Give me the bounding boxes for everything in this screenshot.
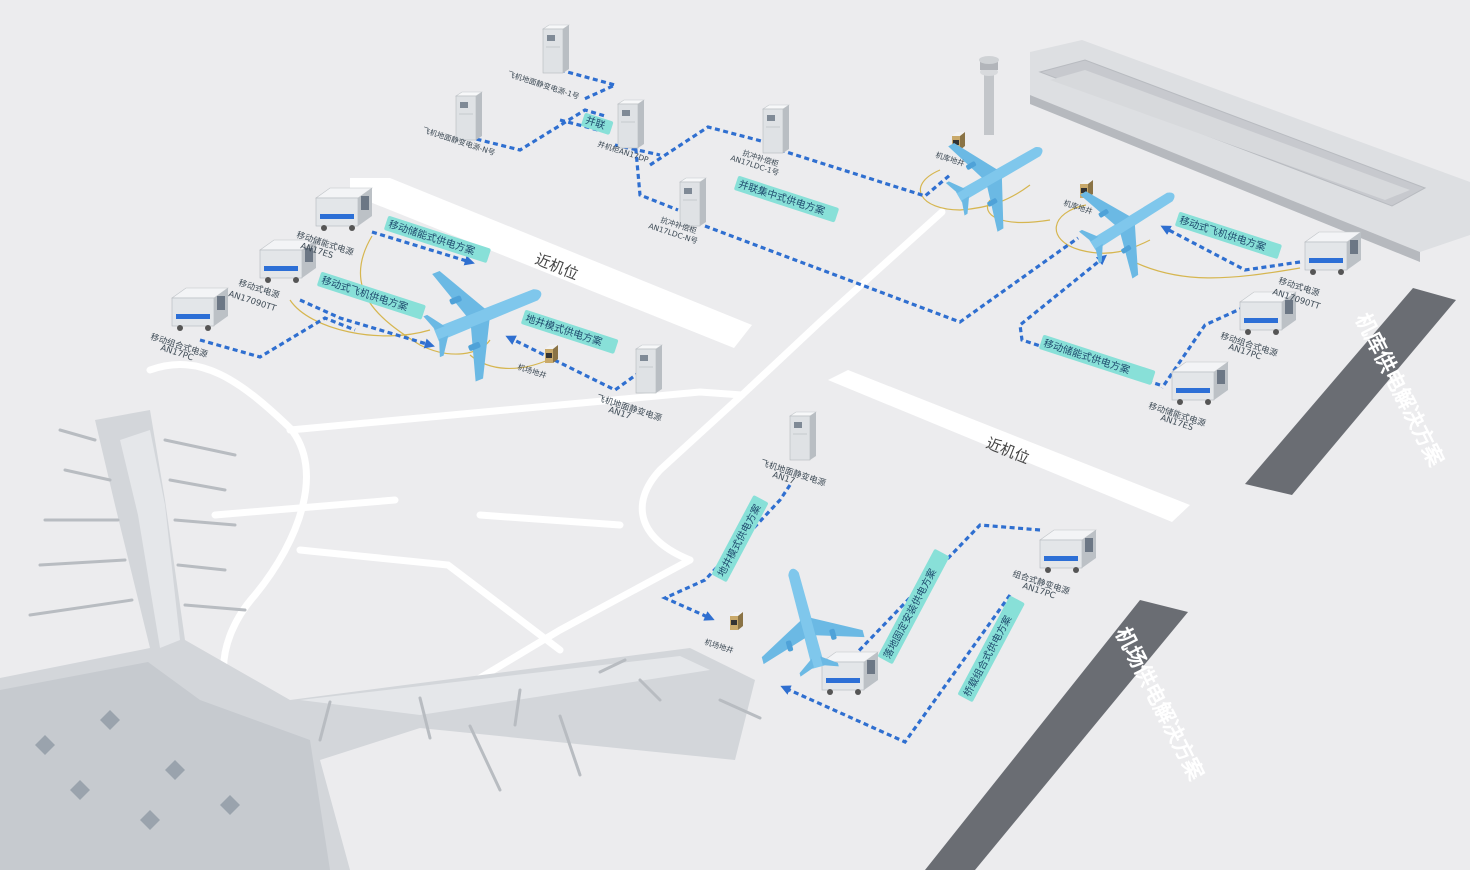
power-cabinet-icon[interactable] bbox=[542, 24, 570, 74]
tag-mobile-storage-2: 移动储能式供电方案 bbox=[1039, 335, 1156, 385]
tag-fixed-vertical: 落地固定安装供电方案 bbox=[878, 549, 949, 664]
tag-mobile-aircraft-1: 移动式飞机供电方案 bbox=[317, 272, 426, 320]
svg-text:地井模式供电方案: 地井模式供电方案 bbox=[524, 311, 604, 348]
tag-parallel: 并联 bbox=[581, 113, 614, 135]
power-cabinet-icon[interactable] bbox=[635, 344, 663, 394]
tag-bridge-vertical: 桥载组合式供电方案 bbox=[958, 596, 1025, 702]
ground-power-cart-icon[interactable] bbox=[315, 187, 373, 232]
terminal-building-icon bbox=[0, 410, 762, 870]
svg-text:地井模式供电方案: 地井模式供电方案 bbox=[715, 502, 764, 579]
ground-power-cart-icon[interactable] bbox=[1304, 231, 1362, 276]
tag-parallel-centralized: 并联集中式供电方案 bbox=[734, 176, 839, 223]
control-tower-icon bbox=[979, 56, 999, 135]
tag-pit-vertical: 地井模式供电方案 bbox=[712, 495, 768, 582]
near-stand-strip-2: 近机位 bbox=[828, 370, 1190, 522]
power-cabinet-icon[interactable] bbox=[762, 104, 790, 154]
ground-power-cart-icon[interactable] bbox=[1039, 529, 1097, 574]
svg-text:移动式飞机供电方案: 移动式飞机供电方案 bbox=[320, 273, 410, 313]
power-cabinet-icon[interactable] bbox=[455, 91, 483, 141]
airport-solution-title: 机场供电解决方案 bbox=[925, 600, 1209, 870]
ground-pit-icon bbox=[730, 612, 743, 630]
ground-power-cart-icon[interactable] bbox=[171, 287, 229, 332]
svg-text:移动储能式供电方案: 移动储能式供电方案 bbox=[1042, 336, 1132, 376]
tag-mobile-aircraft-2: 移动式飞机供电方案 bbox=[1175, 212, 1282, 259]
label-airport-pit-2: 机场地井 bbox=[703, 636, 735, 655]
ground-power-cart-icon[interactable] bbox=[821, 651, 879, 696]
ground-pit-icon bbox=[545, 345, 558, 363]
aircraft-icon bbox=[930, 106, 1067, 242]
power-cabinet-icon[interactable] bbox=[679, 177, 707, 227]
ground-power-cart-icon[interactable] bbox=[1171, 361, 1229, 406]
svg-text:移动式飞机供电方案: 移动式飞机供电方案 bbox=[1178, 213, 1268, 253]
airport-title-text: 机场供电解决方案 bbox=[1111, 623, 1209, 784]
svg-text:并联集中式供电方案: 并联集中式供电方案 bbox=[737, 177, 827, 217]
power-cabinet-icon[interactable] bbox=[617, 99, 645, 149]
tag-pit-1: 地井模式供电方案 bbox=[521, 310, 619, 354]
label-airport-pit-1: 机场地井 bbox=[516, 361, 548, 380]
svg-text:落地固定安装供电方案: 落地固定安装供电方案 bbox=[881, 566, 939, 660]
hangar-building-icon bbox=[1030, 40, 1470, 262]
power-cabinet-icon[interactable] bbox=[789, 411, 817, 461]
